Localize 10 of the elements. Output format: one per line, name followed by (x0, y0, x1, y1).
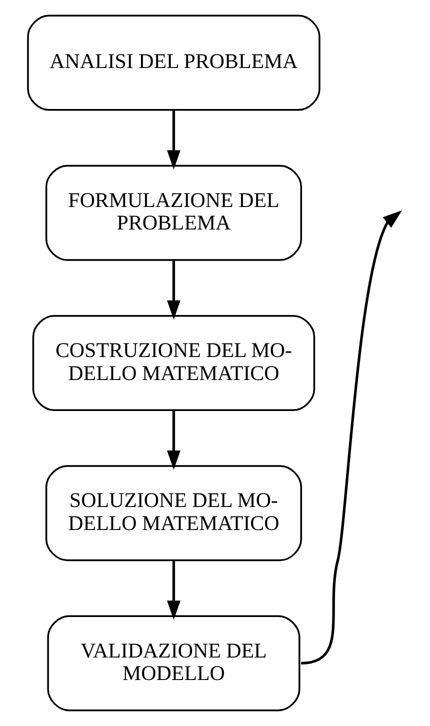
arrow (166, 260, 180, 320)
node-box: ANALISI DEL PROBLEMA (26, 14, 320, 111)
node-box: VALIDAZIONE DEL MODELLO (46, 615, 300, 712)
arrow (166, 110, 180, 170)
arrow (166, 410, 180, 470)
arrow (300, 210, 402, 665)
node-box: COSTRUZIONE DEL MO- DELLO MATEMATICO (32, 315, 315, 411)
node-box: SOLUZIONE DEL MO- DELLO MATEMATICO (44, 465, 302, 562)
node-box: FORMULAZIONE DEL PROBLEMA (44, 164, 302, 261)
arrow (166, 560, 180, 620)
